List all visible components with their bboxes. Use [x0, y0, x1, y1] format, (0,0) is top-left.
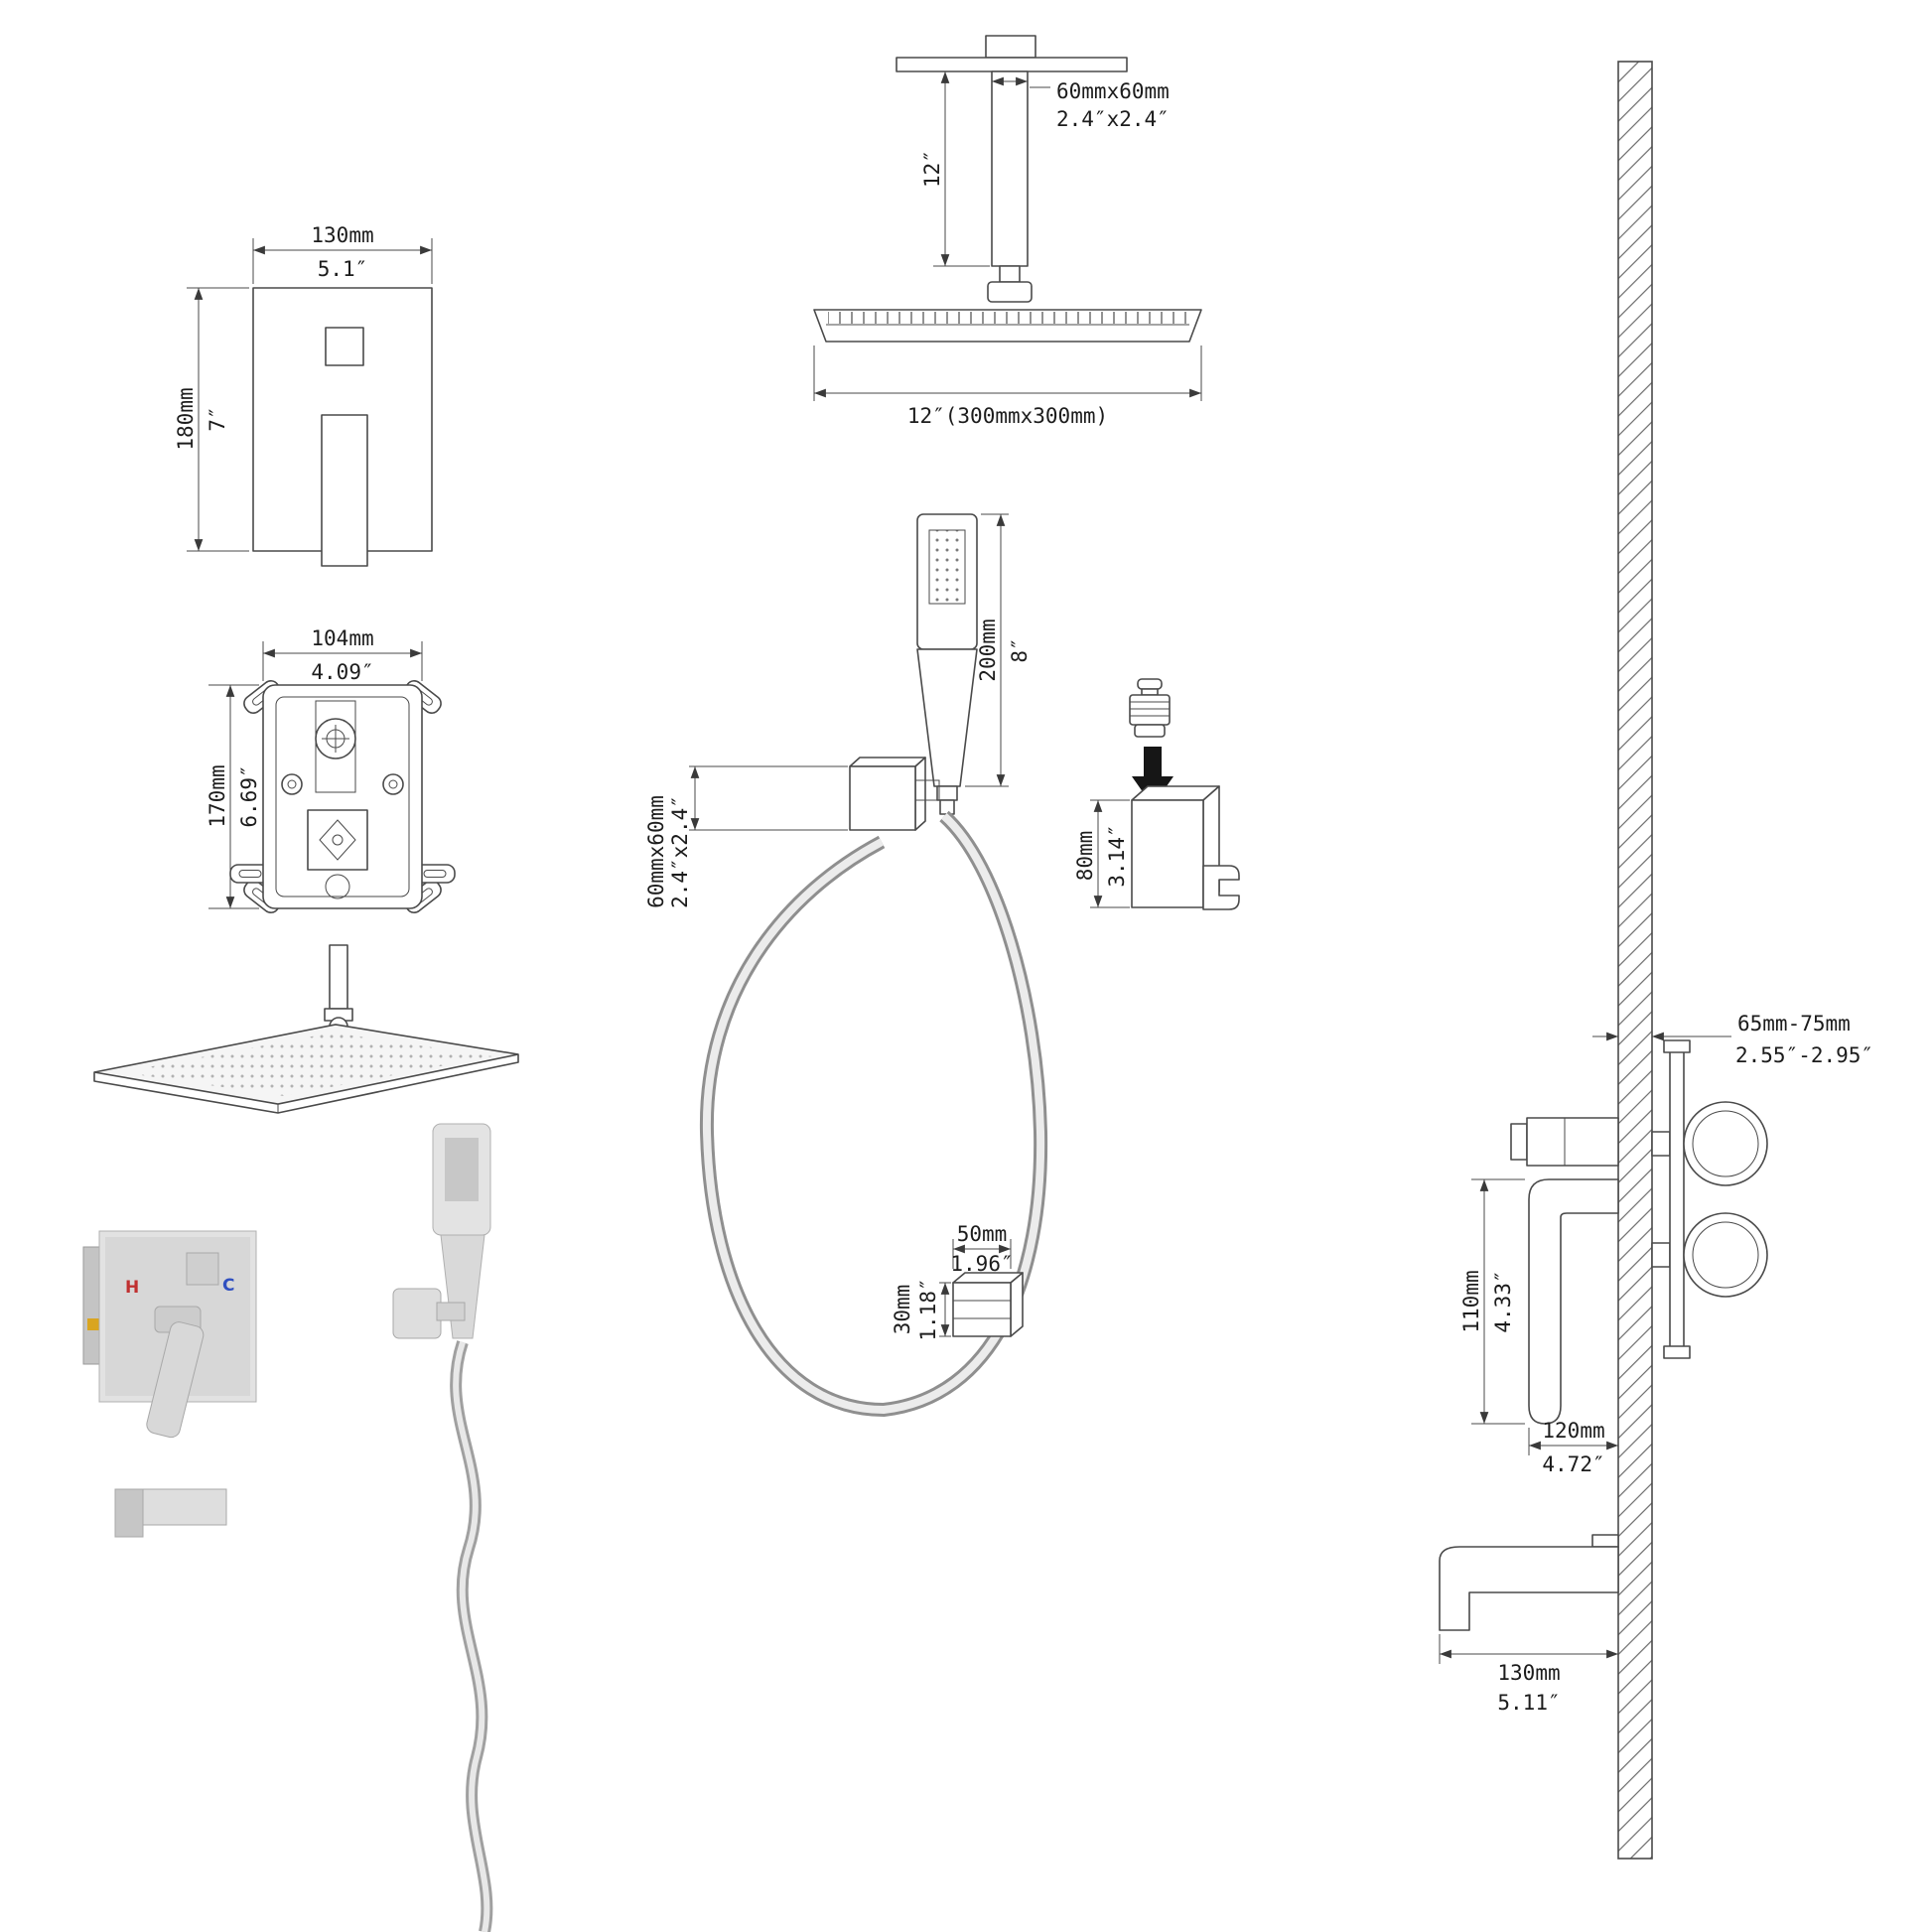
dim-trim-height-mm: 180mm [174, 387, 198, 450]
dim-holder-height-in: 3.14″ [1105, 824, 1129, 887]
ceiling-mount-assembly: 12″ 60mmx60mm 2.4″x2.4″ 12″(300mmx300mm) [813, 35, 1202, 428]
in-wall-valve-side-view [1651, 1039, 1768, 1359]
diverter-button [325, 327, 364, 366]
dim-slide-height-in: 1.18″ [916, 1278, 940, 1340]
dim-trim-width-mm: 130mm [311, 223, 373, 247]
dim-arm-length-in: 12″ [920, 150, 944, 188]
photo-lever-handle [146, 1321, 205, 1439]
dim-handle-mm: 110mm [1459, 1270, 1483, 1332]
ceiling-flange [896, 57, 1128, 72]
photo-holder-bracket [392, 1288, 442, 1339]
dim-valve-height-in: 6.69″ [237, 764, 261, 827]
holder-hook [1202, 865, 1240, 910]
dim-wall-range-mm: 65mm-75mm [1737, 1012, 1851, 1035]
shower-arm [329, 944, 348, 1010]
dim-outlet-section-mm: 60mmx60mm [644, 795, 668, 908]
dim-spout-in: 5.11″ [1497, 1691, 1560, 1715]
product-photo: H C [82, 1123, 493, 1932]
dim-slide-width-mm: 50mm [957, 1222, 1008, 1246]
tub-spout-side-view: 130mm 5.11″ [1439, 1534, 1619, 1715]
trim-plate-front-view: 130mm 5.1″ 180mm 7″ [174, 223, 433, 567]
wall-outlet-bracket [849, 765, 916, 831]
hot-indicator: H [125, 1278, 139, 1298]
shower-holder: 80mm 3.14″ [1073, 785, 1240, 910]
dim-depth-in: 4.72″ [1542, 1452, 1604, 1476]
hose-connector [1129, 678, 1171, 738]
dim-holder-height-mm: 80mm [1073, 831, 1097, 882]
lever-handle-side [1528, 1178, 1619, 1425]
dim-wall-range-in: 2.55″-2.95″ [1735, 1043, 1873, 1067]
valve-body-outline [262, 684, 423, 909]
dim-trim-height-in: 7″ [206, 406, 229, 431]
wall-hatching [1617, 61, 1653, 1860]
photo-diverter-button [186, 1252, 219, 1286]
ceiling-shower-arm [991, 70, 1029, 267]
valve-trim-side-view: 65mm-75mm 2.55″-2.95″ 110mm 4.33″ 120mm … [1459, 1012, 1873, 1476]
wall-cross-section [1617, 61, 1653, 1860]
slide-bracket: 50mm 1.96″ 30mm 1.18″ [891, 1222, 1024, 1341]
dim-arm-section-in: 2.4″x2.4″ [1056, 107, 1170, 131]
cold-indicator: C [222, 1276, 234, 1296]
valve-cartridge-square [307, 809, 368, 871]
holder-body [1131, 799, 1204, 908]
dim-handshower-length-in: 8″ [1008, 637, 1032, 662]
valve-port-bottom [1683, 1212, 1768, 1298]
dim-head-size: 12″(300mmx300mm) [907, 404, 1108, 428]
hand-shower-front-view: 200mm 8″ 60mmx60mm 2.4″x2.4″ [644, 513, 1048, 1418]
diverter-knob-side [1526, 1117, 1619, 1167]
dim-trim-width-in: 5.1″ [318, 257, 368, 281]
spout-profile [1439, 1546, 1619, 1631]
rough-in-valve-front-view: 104mm 4.09″ 170mm 6.69″ [206, 626, 456, 913]
dim-valve-height-mm: 170mm [206, 764, 229, 827]
dim-valve-width-in: 4.09″ [311, 660, 373, 684]
dim-spout-mm: 130mm [1497, 1661, 1560, 1685]
trim-handle [321, 414, 368, 567]
dim-depth-mm: 120mm [1542, 1419, 1604, 1443]
dim-slide-height-mm: 30mm [891, 1285, 914, 1335]
dim-handshower-length-mm: 200mm [976, 619, 1000, 681]
dim-arm-section-mm: 60mmx60mm [1056, 79, 1170, 103]
slide-bracket-body [952, 1282, 1012, 1337]
dim-outlet-section-in: 2.4″x2.4″ [668, 795, 692, 908]
dim-handle-in: 4.33″ [1491, 1270, 1515, 1332]
mounting-plate [1669, 1049, 1685, 1349]
valve-port-top [1683, 1101, 1768, 1186]
dim-slide-width-in: 1.96″ [950, 1252, 1013, 1276]
photo-handshower-grip [440, 1234, 485, 1339]
dim-valve-width-mm: 104mm [311, 626, 373, 650]
shower-head-perspective-view [93, 944, 519, 1114]
handshower-grip [916, 648, 978, 787]
